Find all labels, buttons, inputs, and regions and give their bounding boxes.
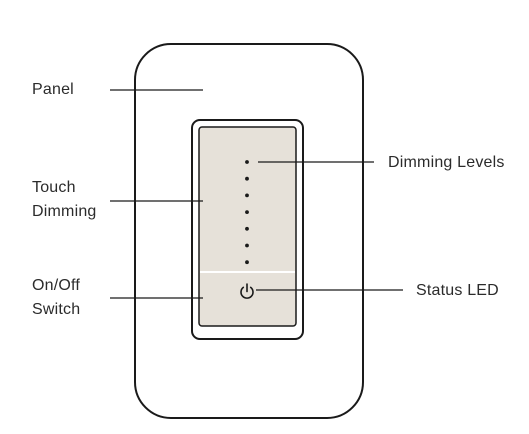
touch-dimming-area[interactable]: [198, 126, 297, 327]
dimming-level-dots: [245, 160, 249, 265]
panel-label: Panel: [32, 81, 74, 98]
touch-dimming-label: Touch Dimming: [32, 179, 97, 220]
dimming-level-dot: [245, 260, 249, 265]
dimming-levels-label: Dimming Levels: [388, 154, 505, 171]
on-off-switch-label: On/Off Switch: [32, 277, 81, 318]
dimming-level-dot: [245, 193, 249, 198]
dimming-level-dot: [245, 176, 249, 181]
dimming-level-dot: [245, 243, 249, 248]
dimming-level-dot: [245, 210, 249, 215]
dimming-level-dot: [245, 226, 249, 231]
status-led-label: Status LED: [416, 282, 499, 299]
power-icon[interactable]: [240, 283, 254, 299]
dimming-level-dot: [245, 160, 249, 164]
